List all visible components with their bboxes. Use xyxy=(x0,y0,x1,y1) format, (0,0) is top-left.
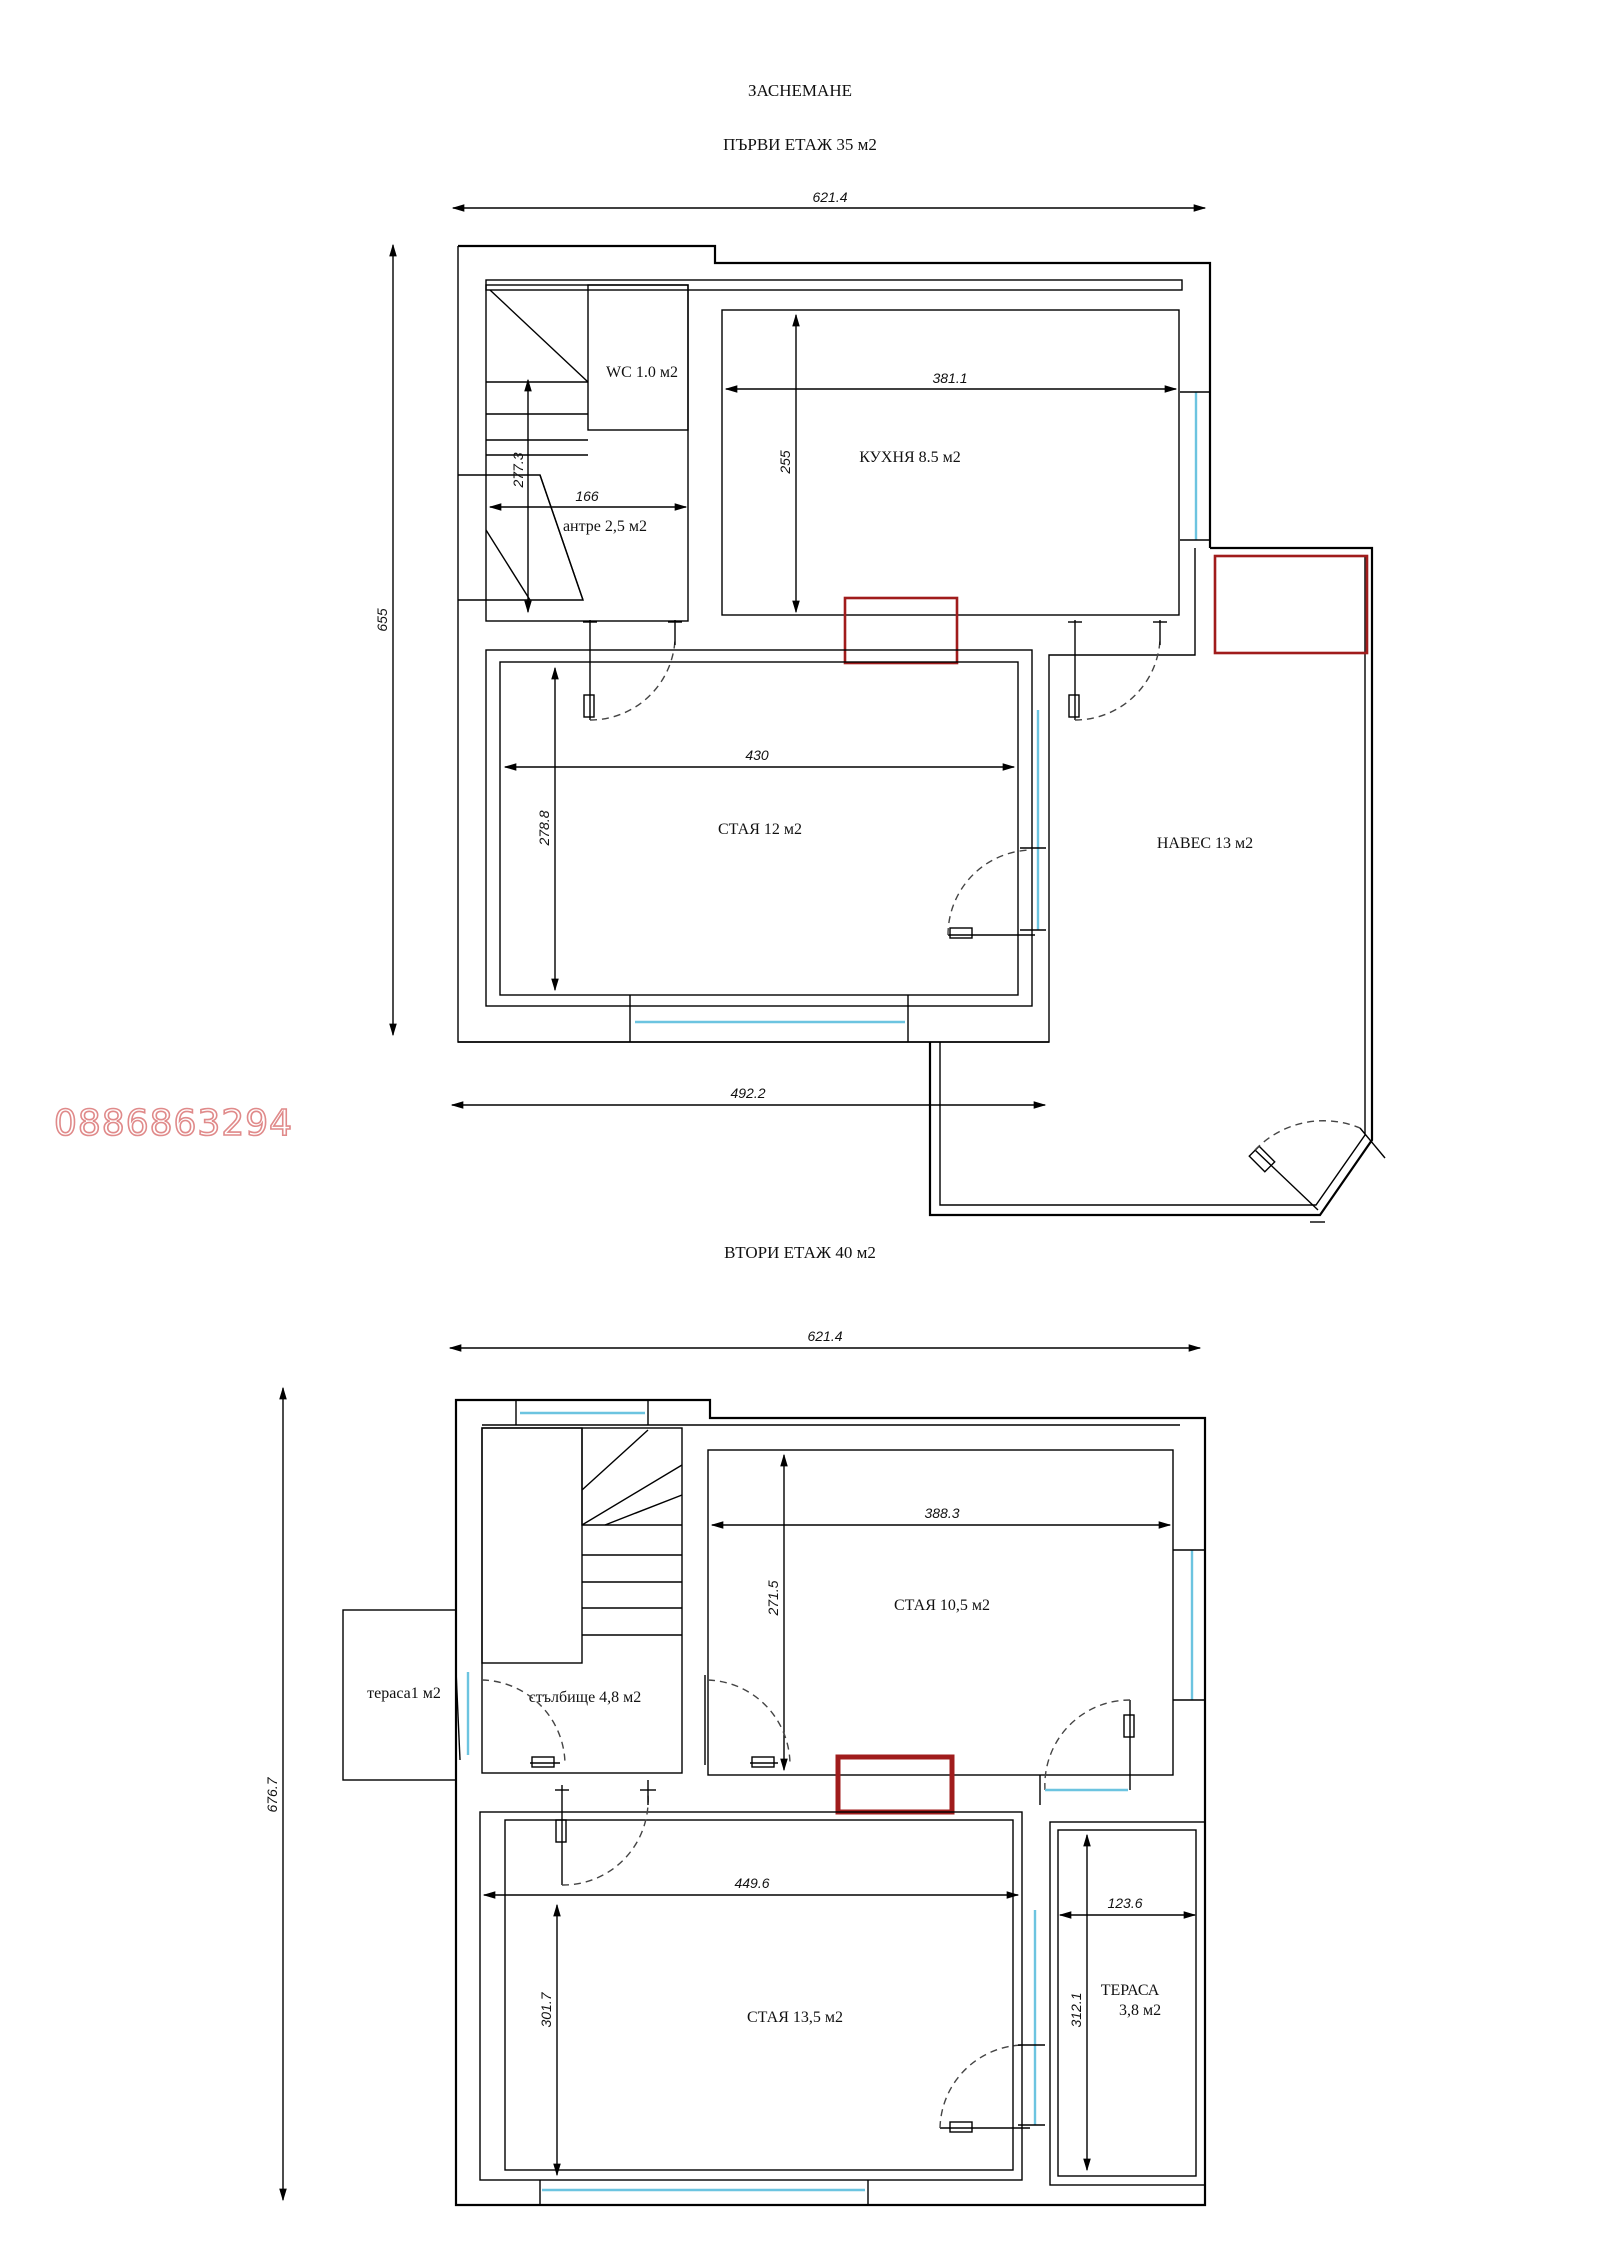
terrace-width-label: 123.6 xyxy=(1107,1895,1142,1911)
f2-step-diag-2 xyxy=(581,1429,649,1491)
hall-width-label: 166 xyxy=(575,488,599,504)
floor2-width-label: 621.4 xyxy=(807,1328,842,1344)
floor1-stair-block xyxy=(485,284,689,622)
canopy-label: НАВЕС 13 м2 xyxy=(1157,835,1253,852)
floor1-wc xyxy=(587,284,689,431)
kitchen-width-label: 381.1 xyxy=(932,370,967,386)
floor1-door-room xyxy=(947,847,1046,939)
hall-height-label: 277.3 xyxy=(510,452,526,488)
floor1-bottom-label: 492.2 xyxy=(730,1085,765,1101)
floor1-door-kitchen xyxy=(1068,620,1167,721)
room-bottom-width-label: 449.6 xyxy=(734,1875,769,1891)
floor1-title: ПЪРВИ ЕТАЖ 35 м2 xyxy=(723,135,877,154)
floor1-door-hall xyxy=(583,620,682,721)
canopy-chimney xyxy=(1213,554,1369,655)
floor1-plan: 621.4 655 166 277.3 WC 1.0 м2 антре 2,5 … xyxy=(374,189,1386,1223)
f2-step-diag-3 xyxy=(604,1494,683,1526)
kitchen-room xyxy=(721,309,1180,616)
floor2-stair-left xyxy=(481,1427,583,1664)
canopy-door xyxy=(1248,1120,1386,1223)
stair-diag-3 xyxy=(485,529,531,601)
floor2-terrace-inner xyxy=(1057,1829,1197,2177)
canopy-outline xyxy=(928,546,1374,1217)
stair-outline xyxy=(458,474,584,601)
stair-diag-2 xyxy=(539,474,584,601)
room-top-height-label: 271.5 xyxy=(765,1580,781,1616)
floor2-door-terrace-small xyxy=(455,1669,566,1768)
stair-diag-1 xyxy=(489,289,589,383)
watermark-phone: 0886863294 xyxy=(54,1103,293,1144)
floor2-outer-wall xyxy=(454,1398,1207,2207)
floor1-width-label: 621.4 xyxy=(812,189,847,205)
floor2-plan: 621.4 676.7 тераса1 м2 стълбище 4,8 м2 3… xyxy=(264,1328,1207,2207)
kitchen-height-label: 255 xyxy=(777,450,793,475)
floor1-room-wall xyxy=(485,649,1033,1007)
floor2-door-stairs xyxy=(555,1780,656,1886)
room-bottom-label: СТАЯ 13,5 м2 xyxy=(747,2009,843,2026)
floor1-height-label: 655 xyxy=(374,608,390,632)
floor1-room xyxy=(499,661,1019,996)
floor2-room-bottom-wall xyxy=(479,1811,1023,2181)
terrace-label: ТЕРАСА xyxy=(1101,1982,1160,1999)
floor2-room-bottom xyxy=(504,1819,1014,2171)
hall-label: антре 2,5 м2 xyxy=(563,518,647,535)
floor2-title: ВТОРИ ЕТАЖ 40 м2 xyxy=(724,1243,876,1262)
floor2-height-label: 676.7 xyxy=(264,1776,280,1812)
room1-width-label: 430 xyxy=(745,747,769,763)
floor2-door-room-bottom xyxy=(939,2044,1045,2133)
floor2-room-top xyxy=(707,1449,1174,1776)
room-top-label: СТАЯ 10,5 м2 xyxy=(894,1597,990,1614)
survey-title: ЗАСНЕМАНЕ xyxy=(748,81,852,100)
floor2-terrace xyxy=(1049,1821,1206,2186)
terrace-height-label: 312.1 xyxy=(1068,1992,1084,2027)
wc-label: WC 1.0 м2 xyxy=(606,364,678,381)
terrace-area: 3,8 м2 xyxy=(1119,2002,1161,2019)
stairs-label: стълбище 4,8 м2 xyxy=(529,1689,642,1706)
floor2-door-room-top-left xyxy=(704,1675,791,1768)
small-terrace-label: тераса1 м2 xyxy=(367,1685,441,1702)
kitchen-label: КУХНЯ 8.5 м2 xyxy=(859,449,961,466)
floor1-outer-wall xyxy=(458,244,1212,548)
room1-height-label: 278.8 xyxy=(536,810,552,846)
f2-step-diag-1 xyxy=(581,1464,683,1526)
floor1-outer-wall-inner xyxy=(457,246,1196,1043)
room1-label: СТАЯ 12 м2 xyxy=(718,821,802,838)
floor2-door-room-top-right xyxy=(1039,1699,1135,1805)
room-top-width-label: 388.3 xyxy=(924,1505,959,1521)
floor1-chimney xyxy=(843,596,959,665)
floor2-chimney xyxy=(835,1754,955,1815)
floor2-small-terrace xyxy=(342,1609,457,1781)
room-bottom-height-label: 301.7 xyxy=(538,1991,554,2027)
